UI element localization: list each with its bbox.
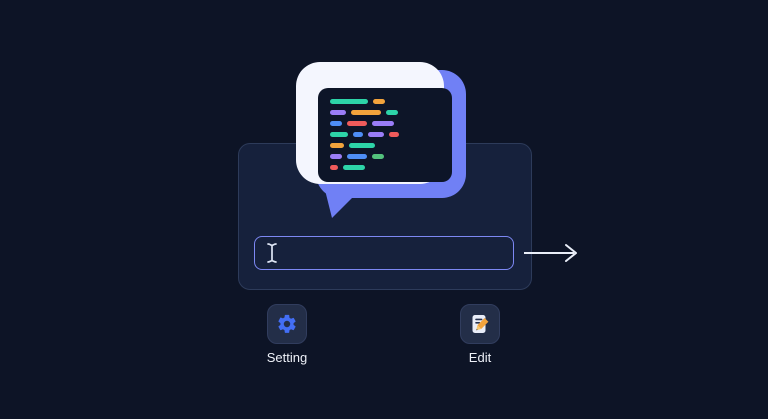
code-line — [330, 99, 440, 104]
edit-button[interactable] — [460, 304, 500, 344]
bubble-tail — [324, 186, 364, 218]
code-line — [330, 110, 440, 115]
code-line — [330, 165, 440, 170]
code-chat-bubble-icon — [296, 62, 472, 218]
code-line — [330, 154, 440, 159]
edit-document-icon — [472, 315, 489, 333]
setting-button[interactable] — [267, 304, 307, 344]
gear-icon — [278, 314, 296, 333]
edit-label: Edit — [468, 350, 492, 365]
code-line — [330, 143, 440, 148]
right-arrow-icon — [524, 244, 577, 262]
code-line — [330, 121, 440, 126]
code-panel — [318, 88, 452, 182]
text-cursor-icon — [267, 243, 277, 263]
code-line — [330, 132, 440, 137]
prompt-input[interactable] — [254, 236, 514, 270]
setting-label: Setting — [266, 350, 308, 365]
